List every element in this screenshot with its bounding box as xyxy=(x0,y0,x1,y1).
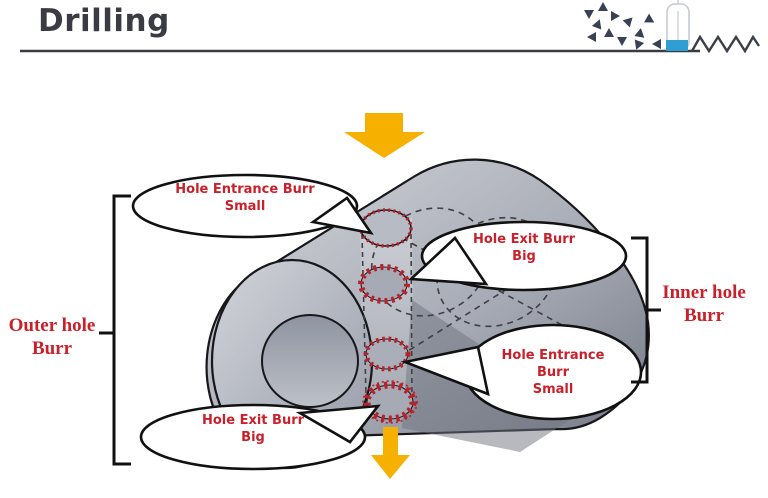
page-title: Drilling xyxy=(38,3,170,39)
callout-bubble-hole-entrance-top xyxy=(131,173,374,239)
callout-line: Hole Entrance Burr xyxy=(175,182,315,197)
callout-bubble-hole-exit-outer-bottom xyxy=(139,403,381,471)
callout-line: Small xyxy=(532,382,574,397)
callout-hole-exit-burr-inner-top: Hole Exit Burr Big xyxy=(422,231,626,265)
label-line: Outer hole xyxy=(8,315,96,336)
label-line: Burr xyxy=(31,338,73,359)
zigzag-line-icon xyxy=(690,34,760,54)
cylinder-bore xyxy=(261,314,359,408)
hole-exit-inner-top xyxy=(358,264,410,304)
callout-line: Big xyxy=(512,249,536,264)
callout-line: Hole Exit Burr xyxy=(201,413,305,428)
callout-line: Hole Entrance xyxy=(501,348,605,363)
callout-line: Hole Exit Burr xyxy=(472,232,576,247)
drill-direction-arrow-icon xyxy=(371,427,410,479)
callout-line: Big xyxy=(241,430,265,445)
callout-bubbles xyxy=(131,173,643,471)
inner-hole-burr-label: Inner hole Burr xyxy=(650,281,758,327)
drill-tool-icon xyxy=(666,0,690,51)
outer-burr-bracket xyxy=(99,194,131,466)
callout-bubble-hole-entrance-inner-bottom xyxy=(400,323,643,421)
callout-hole-exit-burr-outer-bottom: Hole Exit Burr Big xyxy=(141,412,365,446)
hole-entrance-inner-bottom xyxy=(363,336,411,372)
callout-line: Small xyxy=(224,199,266,214)
inner-burr-bracket xyxy=(631,236,661,384)
label-line: Burr xyxy=(683,305,725,326)
outer-hole-burr-label: Outer hole Burr xyxy=(0,314,104,360)
hole-exit-outer-bottom xyxy=(362,380,418,424)
triangle-scatter-icon xyxy=(584,2,661,50)
callout-bubble-hole-exit-inner-top xyxy=(407,220,628,292)
callout-line: Burr xyxy=(537,365,569,380)
tool-blue-base xyxy=(666,40,688,51)
callout-hole-entrance-burr-inner-bottom: Hole Entrance Burr Small xyxy=(458,347,648,398)
down-block-arrow-icon xyxy=(344,113,425,158)
callout-hole-entrance-burr-top: Hole Entrance Burr Small xyxy=(135,181,355,215)
drill-path-lines xyxy=(361,233,413,397)
label-line: Inner hole xyxy=(662,282,746,303)
